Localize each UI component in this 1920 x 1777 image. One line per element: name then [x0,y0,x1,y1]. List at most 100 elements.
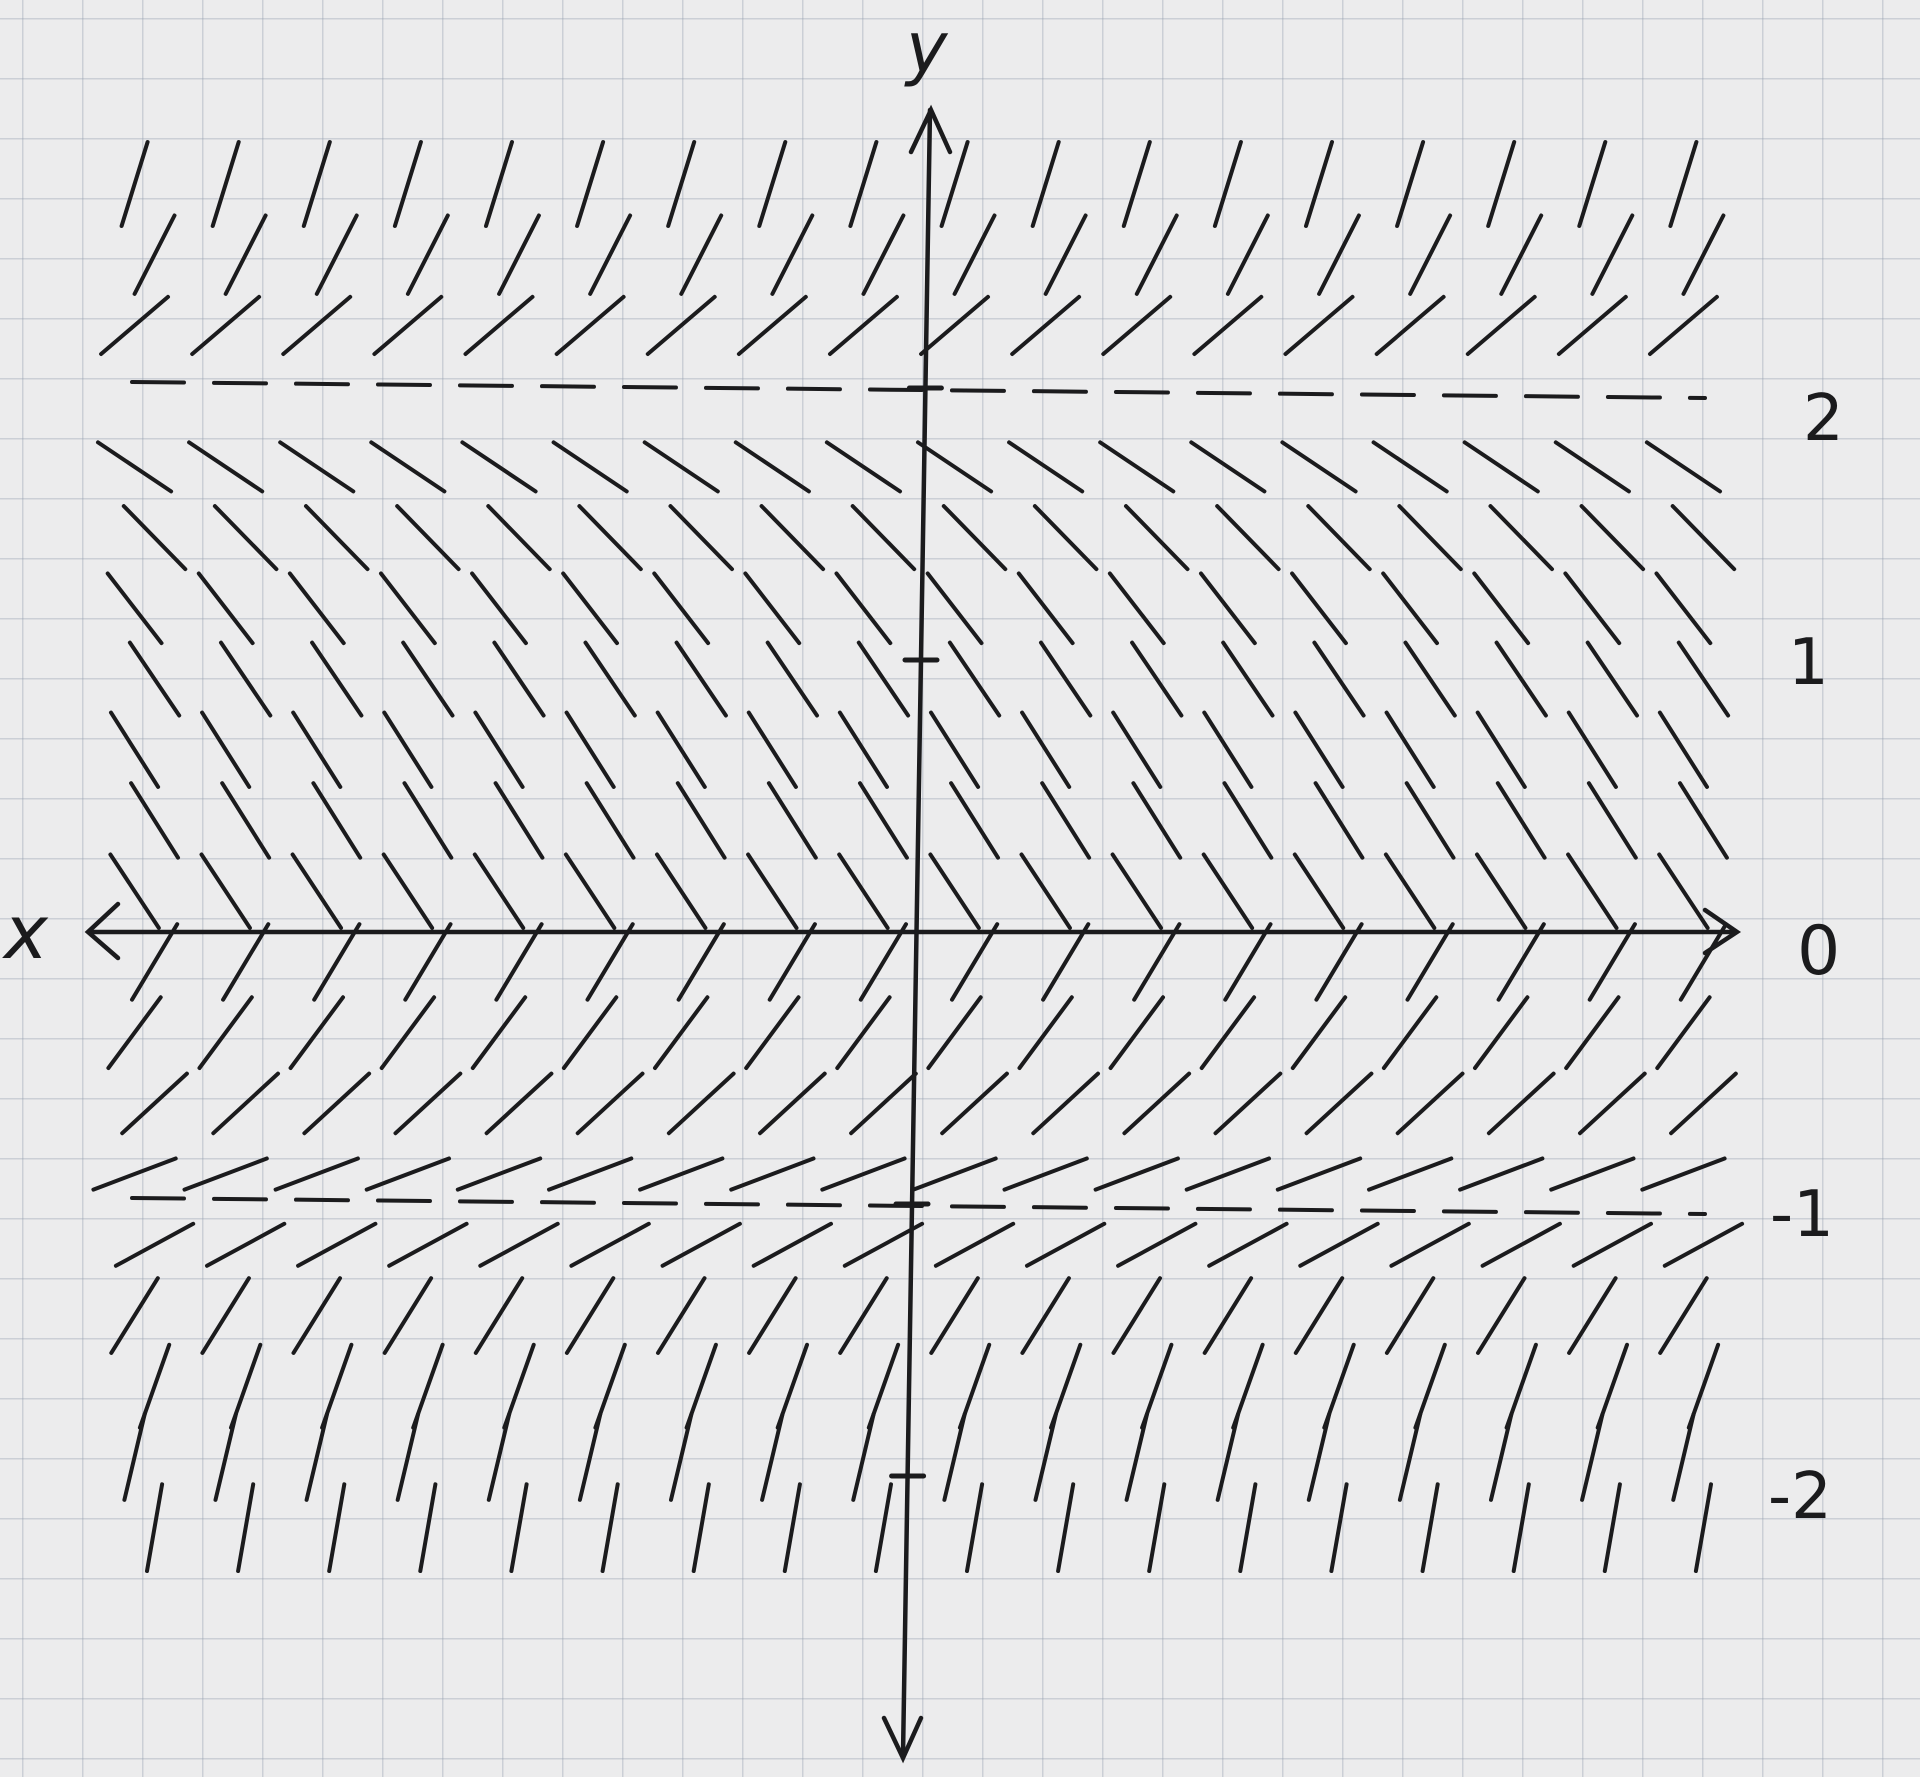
slope-segment [925,571,984,646]
slope-segment [1681,213,1726,296]
slope-segment [1489,1412,1514,1502]
y-tick-label-2: 2 [1803,382,1844,456]
slope-segment [928,852,981,930]
slope-segment [1313,781,1365,860]
slope-segment [1225,213,1270,296]
slope-segment [387,1221,469,1268]
slope-segment [1578,1071,1647,1136]
slope-segment [1658,1276,1709,1355]
slope-segment [1389,1221,1471,1268]
slope-segment [911,1156,998,1192]
slope-segment [402,781,454,860]
slope-segment [196,571,255,646]
slope-segment [547,1156,634,1192]
slope-segment [1486,140,1517,228]
slope-segment [1108,995,1165,1070]
slope-segment [1221,640,1275,718]
slope-segment [600,1482,620,1573]
slope-segment [638,1156,725,1192]
slope-segment [1579,504,1646,572]
slope-segment [838,1276,889,1355]
slope-segment [291,710,343,789]
slope-segment [1283,294,1355,356]
slope-segment [1017,995,1074,1070]
slope-segment [1671,1412,1696,1502]
slope-segment [290,852,343,930]
slope-segment [674,640,728,718]
slope-segment [668,504,734,572]
slope-segment [1395,1071,1465,1136]
slope-segment [96,440,174,494]
slope-segment [645,294,717,356]
slope-segment [1238,1482,1258,1573]
slope-segment [1199,571,1257,646]
slope-segment [1669,1071,1738,1136]
slope-segment [950,922,1000,1002]
slope-segment [1678,922,1728,1002]
slope-segment [952,213,997,296]
slope-segment [939,140,970,228]
slope-segment [1556,294,1628,356]
slope-segment [1222,781,1274,860]
slope-segment [1192,294,1264,356]
slope-segment [1010,294,1082,356]
slope-segment [213,1412,238,1502]
slope-segment [1577,140,1608,228]
slope-segment [782,1482,802,1573]
slope-segment [219,640,273,718]
slope-segment [765,640,819,718]
slope-segment [1549,1156,1636,1192]
slope-segment [1564,995,1621,1070]
slope-segment [1458,1156,1545,1192]
y-axis-label: y [904,7,949,89]
slope-segment [751,1221,833,1268]
slope-segment [486,1412,512,1502]
slope-segment [1586,781,1638,860]
slope-segment [1110,852,1163,930]
slope-segment [743,571,802,646]
slope-segment [655,852,708,930]
slope-segment [1025,1221,1107,1268]
slope-segment [122,1412,147,1502]
slope-segment [395,1412,421,1502]
slope-segment [120,1071,189,1136]
slope-segment [190,294,262,356]
slope-segment [379,571,437,646]
slope-segment [312,922,362,1002]
slope-segment [1405,922,1455,1002]
slope-segment [212,504,279,572]
slope-segment [561,995,619,1070]
slope-segment [105,571,164,646]
slope-segment [99,294,170,356]
slope-segment [492,640,546,718]
slope-segment [569,1221,651,1268]
slope-segment [455,1156,543,1192]
slope-segment [509,1482,529,1573]
slope-segment [484,1071,554,1136]
slope-segment [564,1276,616,1355]
slope-segment [1215,504,1281,572]
slope-segment [1587,922,1637,1002]
slope-segment [1130,640,1184,718]
slope-segment [766,781,818,860]
slope-segment [851,1412,876,1502]
slope-segment [1494,640,1548,718]
slope-segment [200,1276,251,1355]
slope-segment [1207,1221,1289,1268]
slope-segment [405,213,450,296]
slope-segment [679,213,724,296]
slope-segment [758,1071,827,1136]
slope-segment [1670,504,1737,572]
slope-segment [675,781,727,860]
slope-segment [1293,710,1345,789]
slope-segment [1107,571,1166,646]
slope-segment [1374,294,1446,356]
slope-segment [585,922,635,1002]
slope-segment [828,294,899,356]
slope-segment [1384,1276,1436,1355]
slope-segment [1199,995,1257,1070]
slope-segment [199,852,252,930]
slope-segment [1293,1276,1345,1355]
slope-segment [281,294,353,356]
